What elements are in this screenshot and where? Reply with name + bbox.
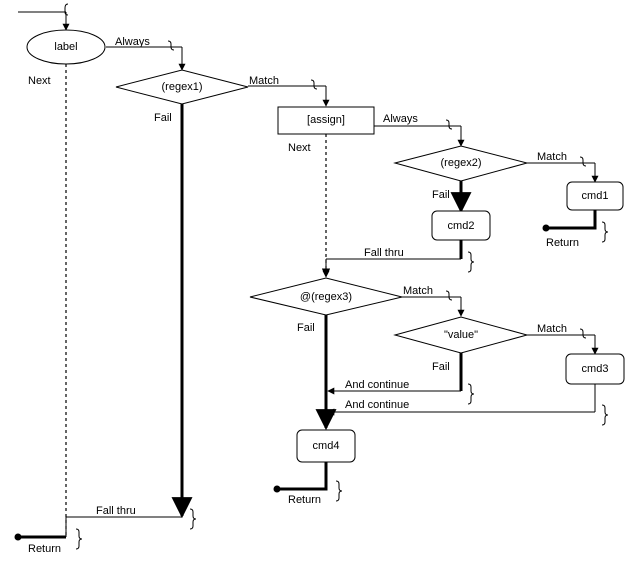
label-always-1: Always [115, 36, 150, 48]
node-regex3-text: @(regex3) [300, 291, 352, 303]
node-assign-text: [assign] [307, 114, 345, 126]
label-fail-2: Fail [432, 189, 450, 201]
node-cmd3-text: cmd3 [582, 363, 609, 375]
label-always-2: Always [383, 113, 418, 125]
node-cmd4: cmd4 [296, 429, 356, 463]
label-fail-3: Fail [297, 322, 315, 334]
label-fall-thru-1: Fall thru [364, 247, 404, 259]
label-return-3: Return [28, 543, 61, 555]
node-value: "value" [393, 316, 529, 354]
label-return-2: Return [288, 494, 321, 506]
entry-connector [18, 3, 70, 31]
label-match-2: Match [537, 151, 567, 163]
node-value-text: "value" [444, 329, 478, 341]
edge-cmd4-return [273, 462, 343, 502]
node-regex1-text: (regex1) [162, 81, 203, 93]
label-return-1: Return [546, 237, 579, 249]
label-fall-thru-2: Fall thru [96, 505, 136, 517]
edge-value-andcontinue [327, 353, 475, 405]
edge-regex3-value [402, 290, 465, 317]
label-match-1: Match [249, 75, 279, 87]
node-label: label [26, 29, 106, 65]
node-cmd4-text: cmd4 [313, 440, 340, 452]
node-assign: [assign] [277, 106, 375, 135]
label-fail-1: Fail [154, 112, 172, 124]
edge-regex2-cmd1 [526, 156, 599, 183]
node-regex2-text: (regex2) [441, 157, 482, 169]
label-next-1: Next [28, 75, 51, 87]
node-cmd1: cmd1 [566, 181, 624, 211]
label-next-2: Next [288, 142, 311, 154]
node-regex2: (regex2) [393, 145, 529, 182]
node-regex3: @(regex3) [249, 277, 403, 316]
edge-cmd2-fallthru [322, 240, 475, 278]
edge-main-return [14, 528, 83, 550]
edge-value-cmd3 [527, 328, 599, 355]
label-and-continue-2: And continue [345, 399, 409, 411]
node-cmd1-text: cmd1 [582, 190, 609, 202]
label-match-3: Match [403, 285, 433, 297]
node-cmd2: cmd2 [431, 210, 491, 241]
label-and-continue-1: And continue [345, 379, 409, 391]
label-fail-4: Fail [432, 361, 450, 373]
edge-cmd3-andcontinue [327, 384, 609, 426]
edge-regex1-assign [248, 79, 330, 107]
node-cmd2-text: cmd2 [448, 220, 475, 232]
node-cmd3: cmd3 [565, 353, 625, 385]
edge-bottom-fallthru [65, 508, 197, 537]
label-match-4: Match [537, 323, 567, 335]
edge-cmd1-return [542, 210, 609, 243]
edge-assign-regex2 [374, 119, 465, 147]
node-regex1: (regex1) [115, 69, 249, 105]
node-label-text: label [54, 41, 77, 53]
edge-label-regex1 [106, 40, 186, 71]
